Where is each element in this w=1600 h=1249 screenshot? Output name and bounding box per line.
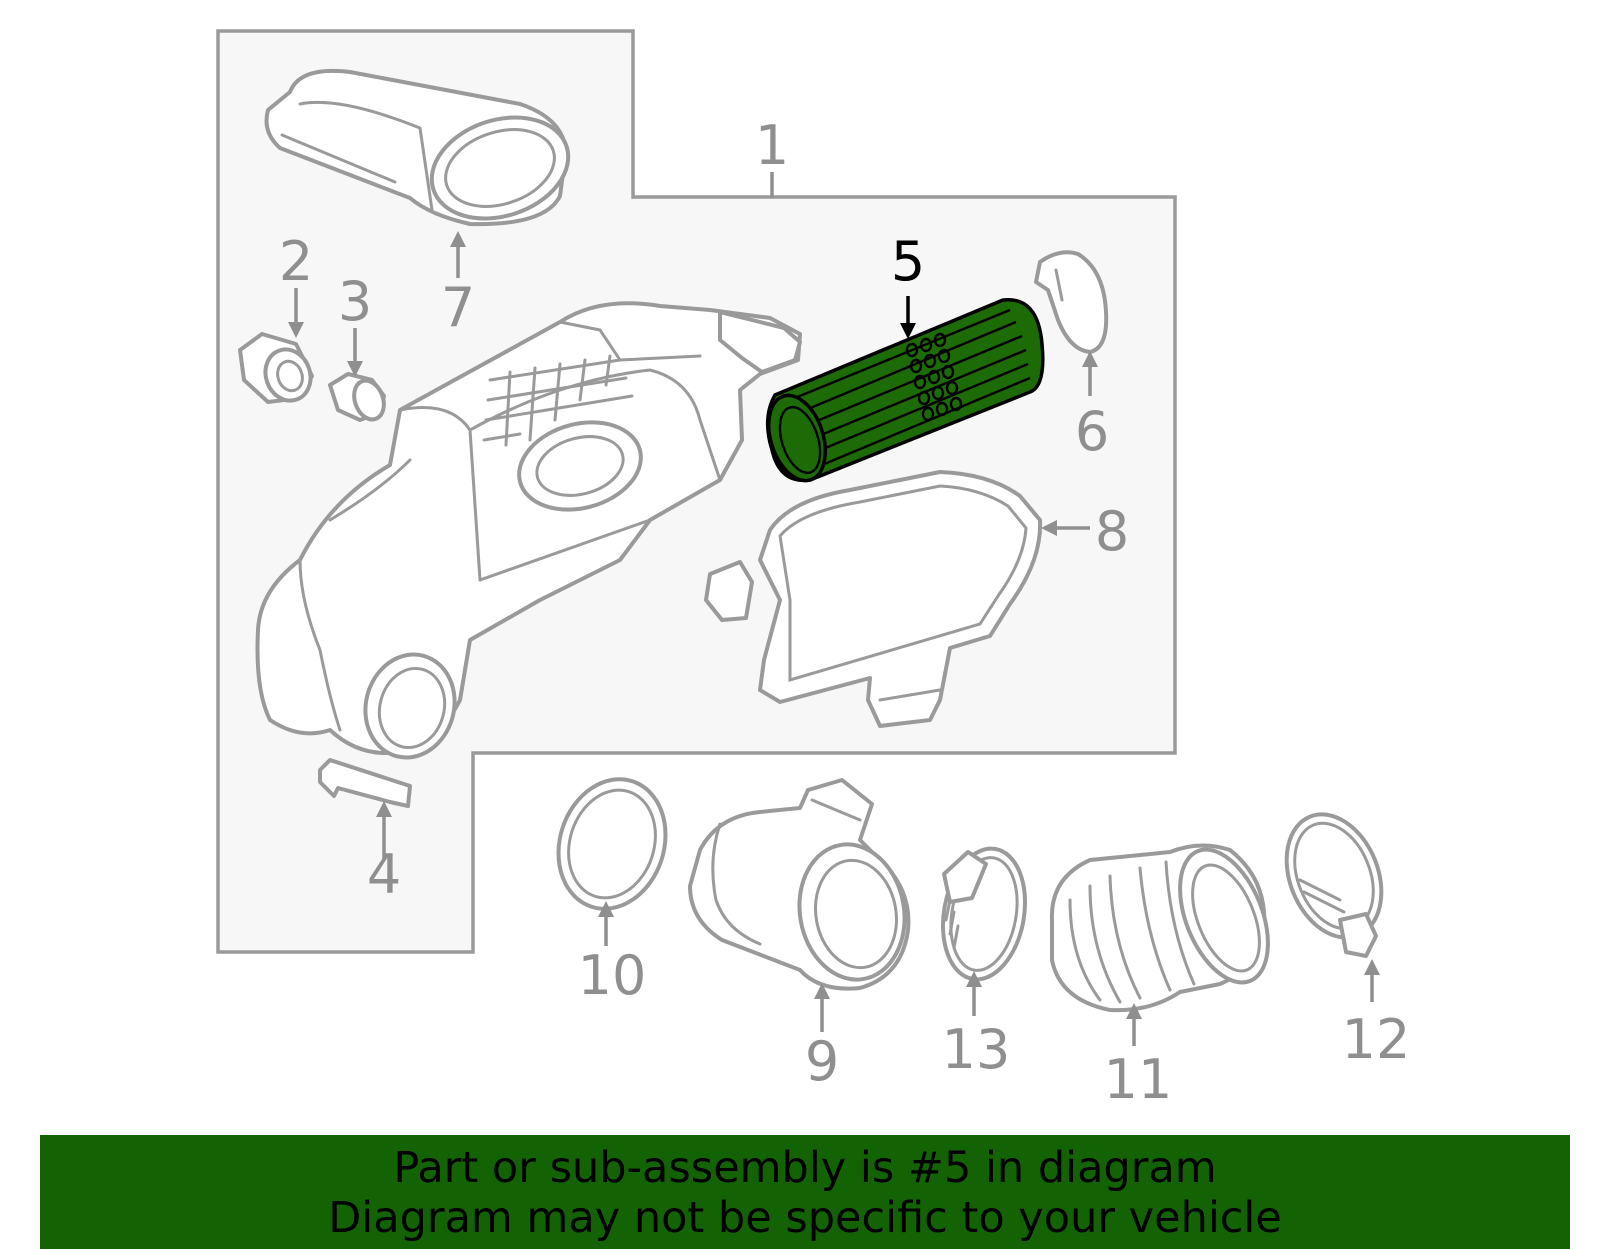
part-5-air-filter-element[interactable] (759, 298, 1045, 488)
callout-5: 5 (891, 230, 925, 293)
part-12-hose-clamp[interactable] (1269, 800, 1399, 958)
housing-grid (482, 354, 634, 447)
part-3-sleeve[interactable] (328, 372, 389, 424)
info-banner: Part or sub-assembly is #5 in diagram Di… (40, 1135, 1570, 1249)
banner-line-2: Diagram may not be specific to your vehi… (328, 1193, 1282, 1243)
callout-12: 12 (1342, 1008, 1411, 1071)
part-8-lower-cover[interactable] (704, 470, 1043, 728)
callout-11: 11 (1104, 1048, 1173, 1111)
part-10-seal-ring[interactable] (542, 765, 682, 923)
callout-9: 9 (805, 1030, 839, 1093)
callout-arrows (288, 172, 1380, 1046)
filter-mesh (905, 332, 963, 422)
callout-2: 2 (279, 230, 313, 293)
parts-diagram: 1 2 3 4 5 6 7 8 9 10 11 12 13 (216, 29, 1411, 1111)
callout-1: 1 (755, 114, 789, 177)
banner-line-1: Part or sub-assembly is #5 in diagram (393, 1143, 1217, 1193)
callout-13: 13 (942, 1018, 1011, 1081)
part-1-air-cleaner-housing[interactable] (255, 301, 802, 767)
part-13-hose-clamp[interactable] (933, 842, 1035, 986)
filter-pleats (789, 308, 1031, 472)
callout-labels: 1 2 3 4 5 6 7 8 9 10 11 12 13 (279, 114, 1411, 1111)
part-9-mass-airflow-sensor[interactable] (688, 778, 915, 991)
part-6-clip[interactable] (1034, 250, 1109, 354)
callout-4: 4 (367, 843, 401, 906)
callout-3: 3 (338, 270, 372, 333)
part-7-intake-duct[interactable] (264, 68, 582, 235)
callout-7: 7 (441, 276, 475, 339)
callout-10: 10 (578, 944, 647, 1007)
part-11-intake-hose[interactable] (1049, 837, 1286, 1013)
callout-8: 8 (1095, 500, 1129, 563)
callout-6: 6 (1075, 400, 1109, 463)
part-4-bracket[interactable] (318, 758, 412, 808)
part-2-grommet[interactable] (238, 332, 318, 407)
